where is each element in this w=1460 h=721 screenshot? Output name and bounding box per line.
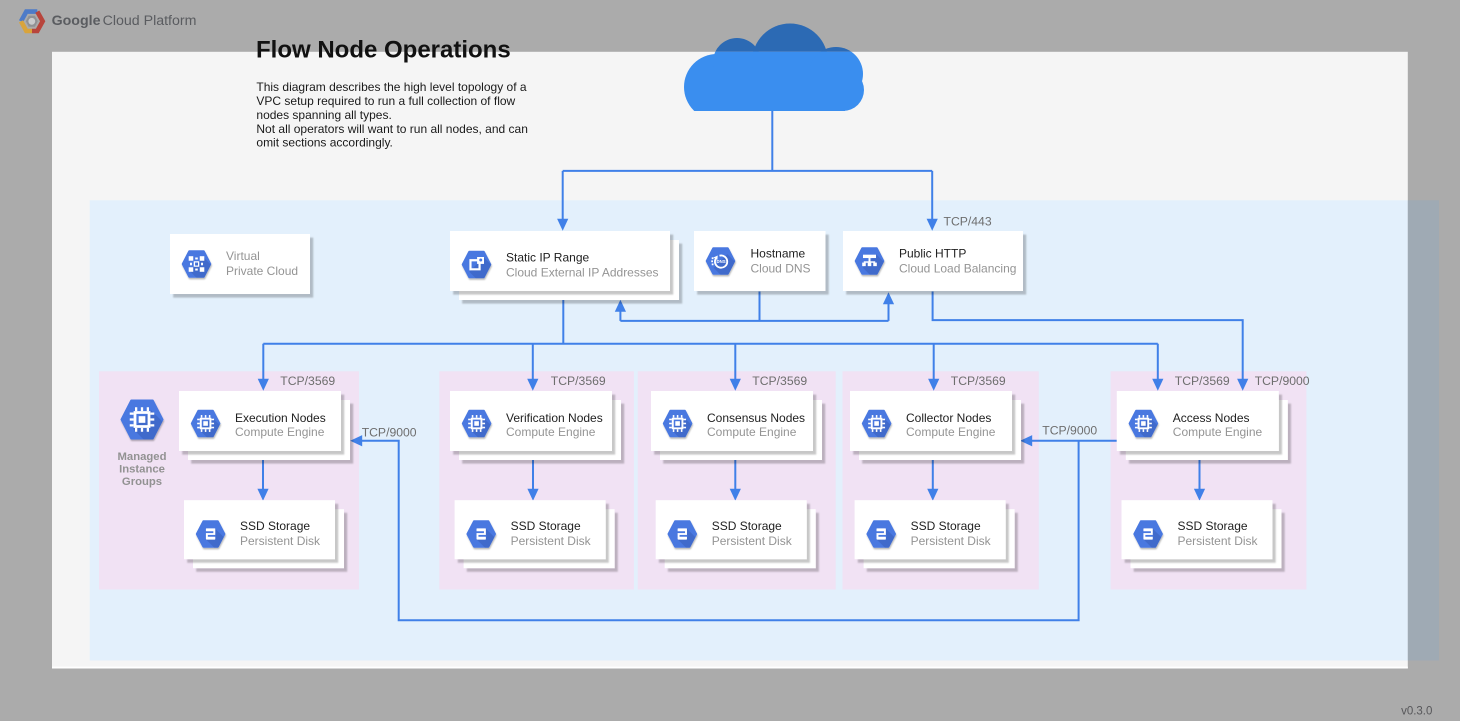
svg-text:Virtual: Virtual [226, 249, 260, 263]
svg-text:omit sections accordingly.: omit sections accordingly. [256, 136, 393, 150]
svg-text:TCP/3569: TCP/3569 [951, 374, 1006, 388]
svg-text:Groups: Groups [122, 476, 162, 488]
svg-text:VPC setup required to run a fu: VPC setup required to run a full collect… [256, 94, 515, 108]
svg-text:Private Cloud: Private Cloud [226, 264, 298, 278]
svg-text:TCP/3569: TCP/3569 [280, 374, 335, 388]
svg-text:DNS: DNS [717, 259, 726, 264]
svg-text:Cloud Platform: Cloud Platform [103, 13, 197, 29]
svg-text:Compute Engine: Compute Engine [707, 425, 797, 439]
svg-text:Persistent Disk: Persistent Disk [911, 534, 992, 548]
svg-text:v0.3.0: v0.3.0 [1401, 705, 1432, 717]
svg-text:Compute Engine: Compute Engine [1173, 425, 1263, 439]
svg-text:nodes spanning all types.: nodes spanning all types. [256, 108, 391, 122]
svg-text:TCP/3569: TCP/3569 [752, 374, 807, 388]
svg-text:Verification Nodes: Verification Nodes [506, 411, 603, 425]
svg-text:Persistent Disk: Persistent Disk [240, 534, 321, 548]
svg-text:Cloud DNS: Cloud DNS [751, 261, 811, 275]
svg-text:TCP/3569: TCP/3569 [551, 374, 606, 388]
svg-text:TCP/9000: TCP/9000 [1042, 424, 1097, 438]
svg-text:Public HTTP: Public HTTP [899, 246, 966, 260]
svg-text:Collector Nodes: Collector Nodes [906, 411, 991, 425]
svg-text:This diagram describes the hig: This diagram describes the high level to… [256, 80, 526, 94]
svg-text:Persistent Disk: Persistent Disk [1178, 534, 1259, 548]
svg-text:Google: Google [52, 13, 101, 29]
svg-text:Access Nodes: Access Nodes [1173, 411, 1250, 425]
svg-text:SSD Storage: SSD Storage [240, 519, 310, 533]
svg-text:Static IP Range: Static IP Range [506, 251, 589, 265]
svg-text:Consensus Nodes: Consensus Nodes [707, 411, 805, 425]
svg-text:SSD Storage: SSD Storage [712, 519, 782, 533]
svg-text:Flow Node Operations: Flow Node Operations [256, 37, 511, 64]
svg-text:Execution Nodes: Execution Nodes [235, 411, 326, 425]
svg-text:TCP/9000: TCP/9000 [362, 426, 417, 440]
svg-text:TCP/3569: TCP/3569 [1175, 374, 1230, 388]
svg-text:Cloud Load Balancing: Cloud Load Balancing [899, 261, 1016, 275]
svg-text:Persistent Disk: Persistent Disk [712, 534, 793, 548]
svg-text:Compute Engine: Compute Engine [235, 425, 325, 439]
svg-text:SSD Storage: SSD Storage [511, 519, 581, 533]
svg-text:Compute Engine: Compute Engine [906, 425, 996, 439]
svg-text:SSD Storage: SSD Storage [1178, 519, 1248, 533]
svg-text:Instance: Instance [119, 464, 165, 476]
svg-text:Persistent Disk: Persistent Disk [511, 534, 592, 548]
svg-text:Not all operators will want to: Not all operators will want to run all n… [256, 122, 527, 136]
svg-text:TCP/9000: TCP/9000 [1255, 374, 1310, 388]
svg-text:TCP/443: TCP/443 [944, 215, 992, 229]
svg-text:Hostname: Hostname [751, 246, 806, 260]
svg-text:SSD Storage: SSD Storage [911, 519, 981, 533]
svg-text:Cloud External IP Addresses: Cloud External IP Addresses [506, 266, 659, 280]
svg-text:Managed: Managed [118, 451, 167, 463]
svg-text:Compute Engine: Compute Engine [506, 425, 596, 439]
